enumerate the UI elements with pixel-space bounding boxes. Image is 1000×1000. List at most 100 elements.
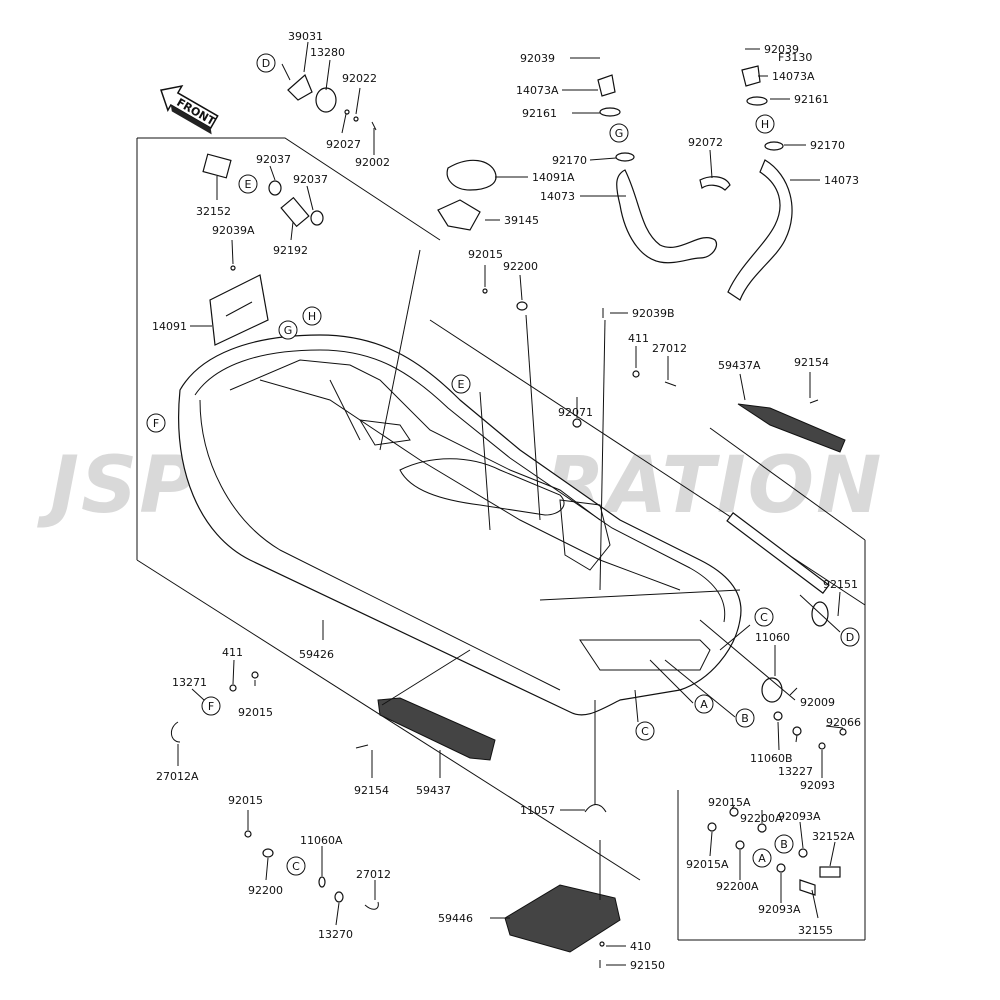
- label-13270: 13270: [318, 928, 353, 941]
- label-92093A-top: 92093A: [778, 810, 821, 823]
- label-11060B: 11060B: [750, 752, 793, 765]
- callout-f-left: F: [146, 413, 166, 433]
- label-92015-left: 92015: [238, 706, 273, 719]
- svg-text:A: A: [700, 698, 708, 711]
- label-92093: 92093: [800, 779, 835, 792]
- svg-text:H: H: [308, 310, 316, 323]
- callout-c-right: C: [754, 607, 774, 627]
- callout-c-mid: C: [635, 721, 655, 741]
- parts: [171, 65, 847, 968]
- label-59437: 59437: [416, 784, 451, 797]
- label-92151: 92151: [823, 578, 858, 591]
- front-arrow-icon: FRONT: [160, 84, 219, 135]
- callout-b-mid: B: [735, 708, 755, 728]
- label-14073A-a: 14073A: [516, 84, 559, 97]
- label-92037-a: 92037: [256, 153, 291, 166]
- svg-text:D: D: [262, 57, 270, 70]
- label-92015A-top: 92015A: [708, 796, 751, 809]
- label-14073-a: 14073: [540, 190, 575, 203]
- label-410: 410: [630, 940, 651, 953]
- callout-circles: D E G H G H E F C D A B C F B A C: [146, 53, 860, 876]
- callout-f-left-bottom: F: [201, 696, 221, 716]
- label-92200-bottom: 92200: [248, 884, 283, 897]
- label-11057: 11057: [520, 804, 555, 817]
- label-92072: 92072: [688, 136, 723, 149]
- label-13271: 13271: [172, 676, 207, 689]
- label-92161-b: 92161: [794, 93, 829, 106]
- svg-text:G: G: [284, 324, 293, 337]
- label-92039A: 92039A: [212, 224, 255, 237]
- svg-text:C: C: [292, 860, 300, 873]
- label-59437A: 59437A: [718, 359, 761, 372]
- callout-d-top: D: [256, 53, 276, 73]
- label-92022: 92022: [342, 72, 377, 85]
- label-59446: 59446: [438, 912, 473, 925]
- callout-a-mid: A: [694, 694, 714, 714]
- callout-b-bottom: B: [774, 834, 794, 854]
- label-92015-top: 92015: [468, 248, 503, 261]
- label-92039B: 92039B: [632, 307, 675, 320]
- label-92015A-bottom: 92015A: [686, 858, 729, 871]
- label-92071: 92071: [558, 406, 593, 419]
- svg-text:E: E: [245, 178, 252, 191]
- callout-h-hose: H: [755, 114, 775, 134]
- label-411-top: 411: [628, 332, 649, 345]
- label-92192: 92192: [273, 244, 308, 257]
- label-92200A-top: 92200A: [740, 812, 783, 825]
- svg-text:G: G: [615, 127, 624, 140]
- label-92150: 92150: [630, 959, 665, 972]
- label-14073-b: 14073: [824, 174, 859, 187]
- callout-c-bottom: C: [286, 856, 306, 876]
- svg-text:E: E: [458, 378, 465, 391]
- label-59426: 59426: [299, 648, 334, 661]
- label-13280: 13280: [310, 46, 345, 59]
- svg-text:B: B: [780, 838, 788, 851]
- label-92009: 92009: [800, 696, 835, 709]
- svg-text:C: C: [641, 725, 649, 738]
- svg-text:F: F: [208, 700, 214, 713]
- hull: [178, 334, 742, 716]
- label-32152: 32152: [196, 205, 231, 218]
- label-92039-b: 92039: [764, 43, 799, 56]
- label-27012A: 27012A: [156, 770, 199, 783]
- svg-text:C: C: [760, 611, 768, 624]
- label-14091A: 14091A: [532, 171, 575, 184]
- part-labels: 39031 13280 92022 92027 92002 32152 9203…: [152, 30, 861, 972]
- label-32155: 32155: [798, 924, 833, 937]
- label-92200A-bottom: 92200A: [716, 880, 759, 893]
- leader-lines: [177, 41, 844, 966]
- label-39031: 39031: [288, 30, 323, 43]
- callout-e-top: E: [238, 174, 258, 194]
- svg-text:A: A: [758, 852, 766, 865]
- label-92039-a: 92039: [520, 52, 555, 65]
- label-92002: 92002: [355, 156, 390, 169]
- label-14073A-b: 14073A: [772, 70, 815, 83]
- svg-text:D: D: [846, 631, 854, 644]
- label-92154-right: 92154: [794, 356, 829, 369]
- label-39145: 39145: [504, 214, 539, 227]
- label-13227: 13227: [778, 765, 813, 778]
- label-92170-b: 92170: [810, 139, 845, 152]
- label-32152A: 32152A: [812, 830, 855, 843]
- label-92093A-bottom: 92093A: [758, 903, 801, 916]
- label-92015-bottom: 92015: [228, 794, 263, 807]
- svg-text:B: B: [741, 712, 749, 725]
- callout-d-right: D: [840, 627, 860, 647]
- label-27012-top: 27012: [652, 342, 687, 355]
- callout-e-mid: E: [451, 374, 471, 394]
- label-411-left: 411: [222, 646, 243, 659]
- label-92037-b: 92037: [293, 173, 328, 186]
- label-11060: 11060: [755, 631, 790, 644]
- callout-g-hose: G: [609, 123, 629, 143]
- callout-h-mid: H: [302, 306, 322, 326]
- callout-a-bottom: A: [752, 848, 772, 868]
- label-f3130: F3130: [778, 51, 812, 64]
- label-92161-a: 92161: [522, 107, 557, 120]
- label-92154-bottom: 92154: [354, 784, 389, 797]
- label-92200-top: 92200: [503, 260, 538, 273]
- callout-g-mid: G: [278, 320, 298, 340]
- svg-text:F: F: [153, 417, 159, 430]
- label-92027: 92027: [326, 138, 361, 151]
